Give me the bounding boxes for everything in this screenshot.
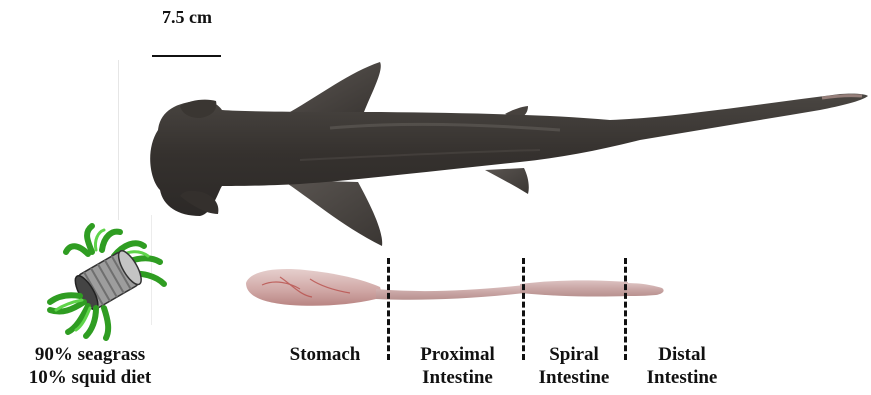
section-label-stomach: Stomach xyxy=(270,343,380,366)
diet-label-line1: 90% seagrass xyxy=(0,343,180,366)
divider-stomach-proximal xyxy=(387,258,390,360)
proximal-intestine-tissue xyxy=(376,285,525,300)
section-label-spiral-line2: Intestine xyxy=(528,366,620,389)
distal-intestine-tissue xyxy=(626,283,664,296)
diet-label: 90% seagrass 10% squid diet xyxy=(0,343,180,389)
stomach-tissue xyxy=(246,269,381,306)
pectoral-fin-lower xyxy=(282,180,382,246)
pectoral-fin-upper xyxy=(290,62,381,112)
section-label-proximal-line2: Intestine xyxy=(400,366,515,389)
divider-spiral-distal xyxy=(624,258,627,360)
hammerhead-shark-image xyxy=(0,0,871,260)
section-label-distal-line2: Intestine xyxy=(634,366,730,389)
spiral-intestine-tissue xyxy=(520,280,628,296)
section-label-distal-line1: Distal xyxy=(634,343,730,366)
section-label-spiral: Spiral Intestine xyxy=(528,343,620,389)
section-label-stomach-line1: Stomach xyxy=(270,343,380,366)
divider-proximal-spiral xyxy=(522,258,525,360)
section-label-proximal: Proximal Intestine xyxy=(400,343,515,389)
diet-label-line2: 10% squid diet xyxy=(0,366,180,389)
section-label-spiral-line1: Spiral xyxy=(528,343,620,366)
section-label-proximal-line1: Proximal xyxy=(400,343,515,366)
gut-specimen-image xyxy=(0,255,871,325)
section-label-distal: Distal Intestine xyxy=(634,343,730,389)
pelvic-fin xyxy=(485,168,529,194)
